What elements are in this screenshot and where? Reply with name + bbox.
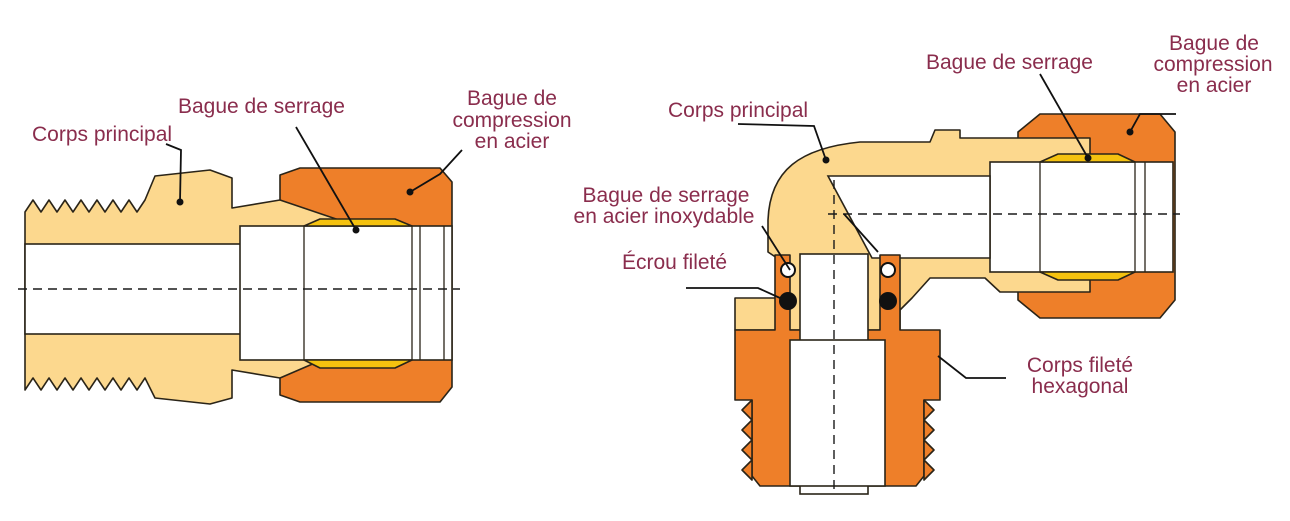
right-label-nut-2: compression (1153, 53, 1273, 76)
left-label-main-body: Corps principal (32, 123, 173, 146)
left-label-ferrule: Bague de serrage (178, 95, 345, 118)
right-label-nut-3: en acier (1176, 74, 1252, 97)
threaded-nut-ball-left (779, 292, 797, 310)
left-ferrule-bottom (303, 359, 413, 369)
right-label-main-body: Corps principal (668, 99, 809, 122)
left-label-nut-1: Bague de (467, 87, 557, 110)
ss-ferrule-ring-right (880, 262, 896, 278)
right-label-threaded-nut: Écrou fileté (622, 251, 728, 274)
ss-ferrule-ring-left (780, 262, 796, 278)
threaded-nut-ball-right (879, 292, 897, 310)
right-label-ss-ferrule-2: en acier inoxydable (573, 205, 755, 228)
left-fitting (18, 167, 460, 405)
right-ferrule-bottom (1039, 271, 1136, 281)
right-label-hex-body-1: Corps fileté (1026, 354, 1134, 377)
right-fitting (734, 113, 1180, 495)
left-label-nut-2: compression (452, 109, 572, 132)
right-label-hex-body-2: hexagonal (1031, 375, 1129, 398)
right-label-ferrule: Bague de serrage (926, 51, 1093, 74)
right-label-nut-1: Bague de (1169, 32, 1259, 55)
left-ferrule-top (303, 218, 413, 227)
right-label-ss-ferrule-1: Bague de serrage (582, 184, 750, 207)
left-label-nut-3: en acier (474, 130, 550, 153)
